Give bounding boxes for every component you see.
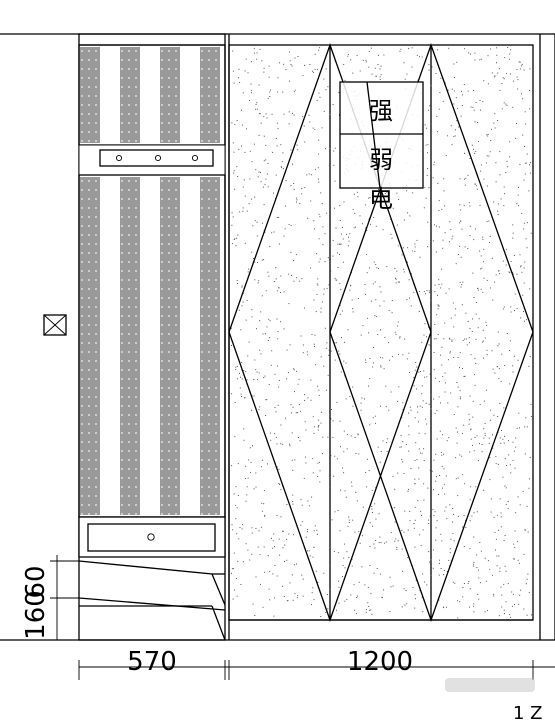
corner-text: 1 Z [513, 703, 543, 721]
lower-striped-panel [80, 177, 220, 515]
upper-striped-panel [80, 47, 220, 143]
panel-label-weak: 弱 [369, 146, 393, 174]
hook-3 [191, 154, 199, 162]
panel-label-strong: 强 [369, 97, 393, 125]
dimension-60: 60 [21, 565, 51, 598]
bottom-dimension: 570 1200 [78, 647, 555, 680]
hook-2 [154, 154, 162, 162]
panel-label-electric: 电 [369, 185, 393, 213]
electrical-panel-seam [366, 81, 381, 189]
drawer-front [87, 523, 216, 552]
wall-texture [231, 47, 532, 619]
hook-rail [99, 149, 214, 167]
door-diamond-2 [329, 43, 534, 622]
wall-switch-icon [43, 314, 67, 336]
hook-1 [115, 154, 123, 162]
right-wardrobe: 强 弱 电 [228, 34, 555, 640]
dimension-160: 160 [21, 590, 51, 640]
electrical-panel-frame [339, 81, 424, 189]
shoe-shelf [78, 560, 226, 641]
watermark-smudge [445, 678, 535, 692]
door-diamond-1 [228, 43, 432, 622]
left-cabinet [78, 33, 226, 641]
left-dimension: 60 160 [21, 555, 79, 641]
dimension-570: 570 [127, 647, 177, 677]
electrical-panel: 强 弱 电 [339, 81, 424, 213]
drawer-knob [147, 533, 155, 541]
dimension-1200: 1200 [347, 647, 413, 677]
